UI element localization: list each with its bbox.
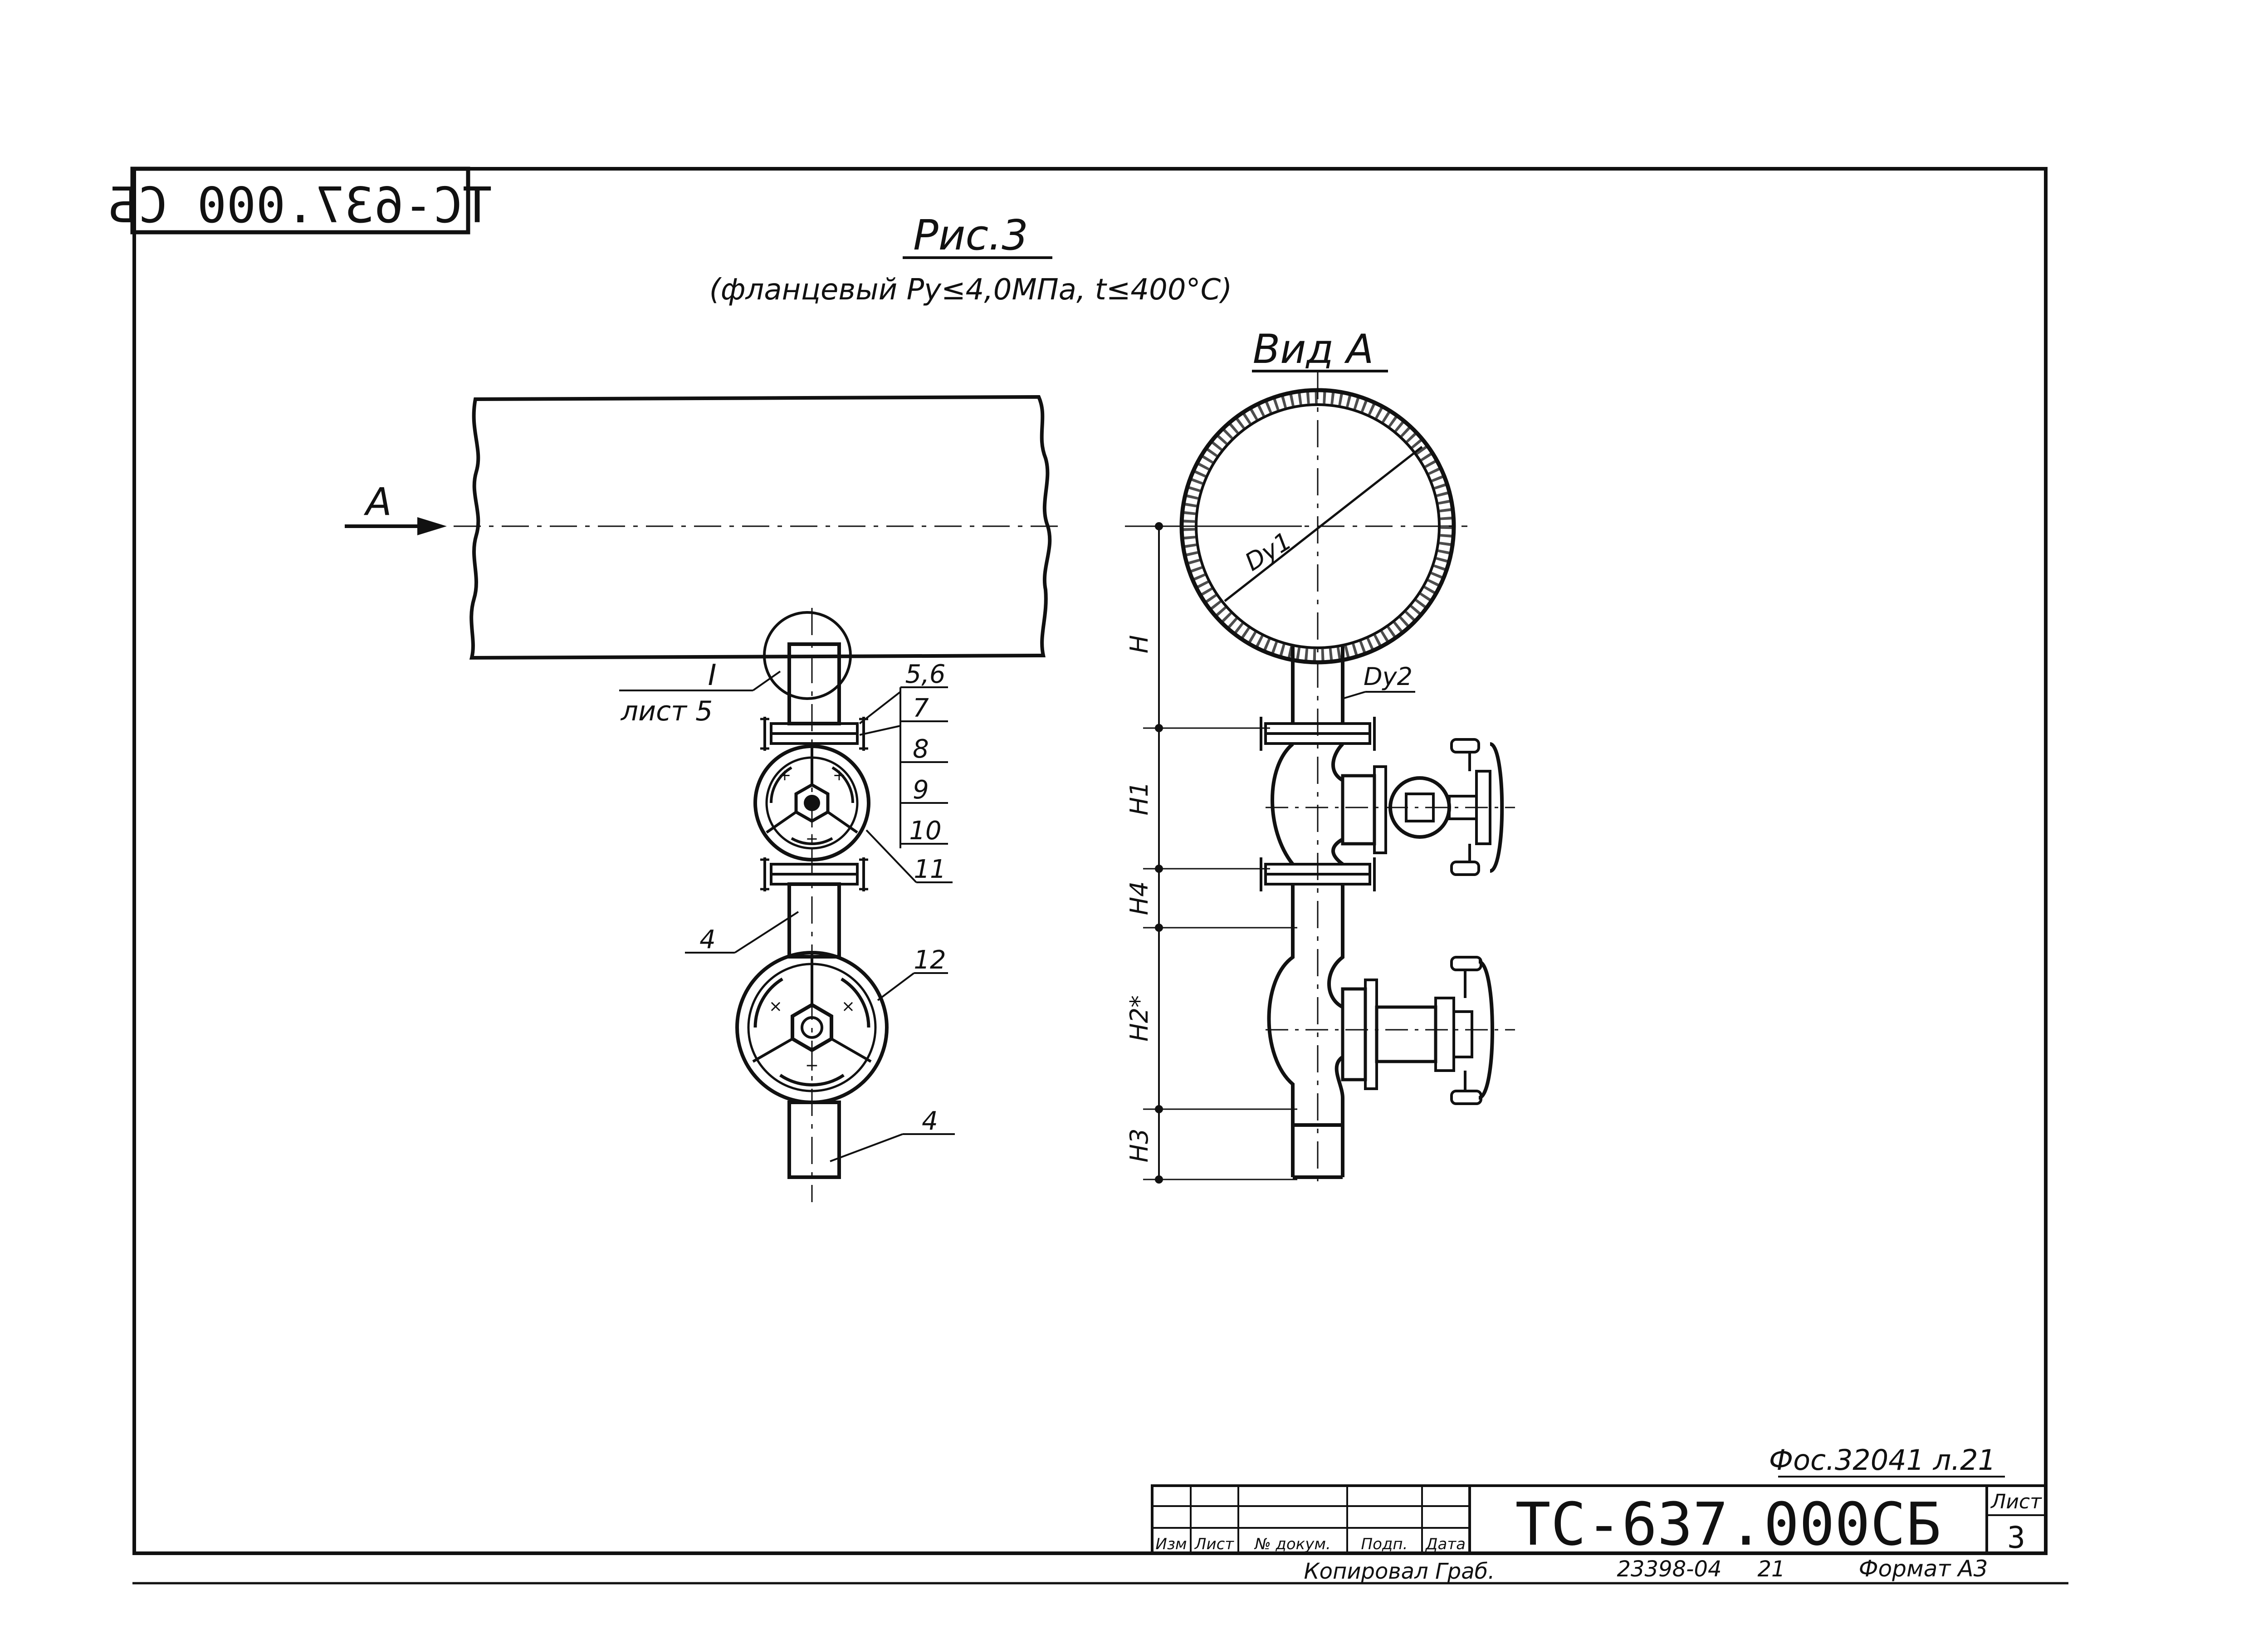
- valve-upper: + + +: [753, 744, 870, 861]
- title-block: Фос.32041 л.21 Изм Лист № докум. Подп. Д…: [1151, 1443, 2047, 1584]
- col-date: Дата: [1425, 1535, 1466, 1553]
- view-a-label: Вид А: [1253, 326, 1374, 372]
- side-flange-lower: [1260, 857, 1376, 891]
- side-valve-upper: [1266, 738, 1515, 876]
- sheet-label: Лист: [1990, 1490, 2042, 1513]
- callout-12: 12: [914, 945, 946, 975]
- svg-text:+: +: [778, 766, 792, 784]
- sheet-format: Формат А3: [1859, 1556, 1988, 1582]
- dim-h4: H4: [1125, 881, 1154, 915]
- branch-pipe-lower: [787, 1101, 841, 1179]
- callout-12-leader: [877, 972, 915, 1001]
- inventory-number: 23398-04: [1617, 1556, 1721, 1582]
- node-sheet-ref: лист 5: [621, 695, 713, 727]
- side-branch-pipe: [1267, 646, 1344, 1179]
- drawing-frame: [132, 167, 2048, 1555]
- col-doc: № докум.: [1254, 1535, 1331, 1553]
- side-valve-lower: [1266, 956, 1515, 1105]
- dim-h: H: [1125, 635, 1154, 654]
- col-sign: Подп.: [1361, 1535, 1408, 1553]
- callout-11: 11: [914, 855, 946, 884]
- callout-9: 9: [913, 775, 929, 805]
- svg-text:×: ×: [841, 997, 855, 1016]
- svg-text:+: +: [805, 1056, 819, 1075]
- view-arrow-head: [417, 517, 447, 535]
- svg-text:×: ×: [769, 997, 782, 1016]
- col-izm: Изм: [1155, 1535, 1187, 1553]
- branch-pipe-middle: [787, 882, 841, 959]
- callout-5-6: 5,6: [905, 660, 945, 689]
- dim-h2: H2*: [1125, 995, 1154, 1042]
- figure-title: Рис.3: [913, 211, 1028, 259]
- dim-h3: H3: [1125, 1129, 1154, 1163]
- mirrored-designation: ТС-637.000 СБ: [108, 177, 492, 234]
- archive-reference: Фос.32041 л.21: [1769, 1443, 1996, 1477]
- svg-text:+: +: [833, 766, 846, 784]
- dn2-leader: [1342, 691, 1366, 700]
- view-a: Dу1 Dу2: [1125, 372, 1515, 1189]
- callout-4a: 4: [699, 925, 716, 954]
- svg-text:+: +: [806, 830, 819, 848]
- mirrored-designation-stamp: ТС-637.000 СБ: [108, 166, 492, 235]
- callout-list: 5,6 7 8 9 10 11: [859, 660, 953, 884]
- figure-subtitle: (фланцевый Ру≤4,0МПа, t≤400°С): [709, 273, 1232, 307]
- sheet-number: 3: [2007, 1520, 2025, 1555]
- dimension-chain: H H1 H4 H2* H3: [1125, 522, 1302, 1184]
- callout-10: 10: [909, 816, 941, 846]
- callout-7: 7: [913, 694, 929, 723]
- dn1-diameter: [1224, 446, 1423, 602]
- dn1-label: Dу1: [1240, 526, 1297, 577]
- callout-4b: 4: [922, 1106, 938, 1136]
- designation: ТС-637.000СБ: [1515, 1490, 1941, 1559]
- front-view: А I лист 5: [345, 395, 1061, 1202]
- view-arrow-label: А: [363, 480, 391, 524]
- inventory-suffix: 21: [1757, 1556, 1785, 1582]
- node-label: I: [708, 659, 717, 692]
- callout-4b-leader: [830, 1133, 903, 1162]
- flange-middle: [760, 857, 868, 891]
- node-circle: [763, 611, 852, 700]
- dim-h1: H1: [1125, 782, 1154, 816]
- callout-8: 8: [913, 734, 929, 764]
- node-leader: [752, 670, 781, 691]
- callout-4a-leader: [734, 911, 799, 954]
- copied-by: Копировал Граб.: [1304, 1559, 1495, 1584]
- flange-upper: [760, 717, 868, 751]
- dn2-label: Dу2: [1364, 662, 1413, 691]
- col-list: Лист: [1194, 1535, 1234, 1553]
- main-pipe: [469, 395, 1052, 660]
